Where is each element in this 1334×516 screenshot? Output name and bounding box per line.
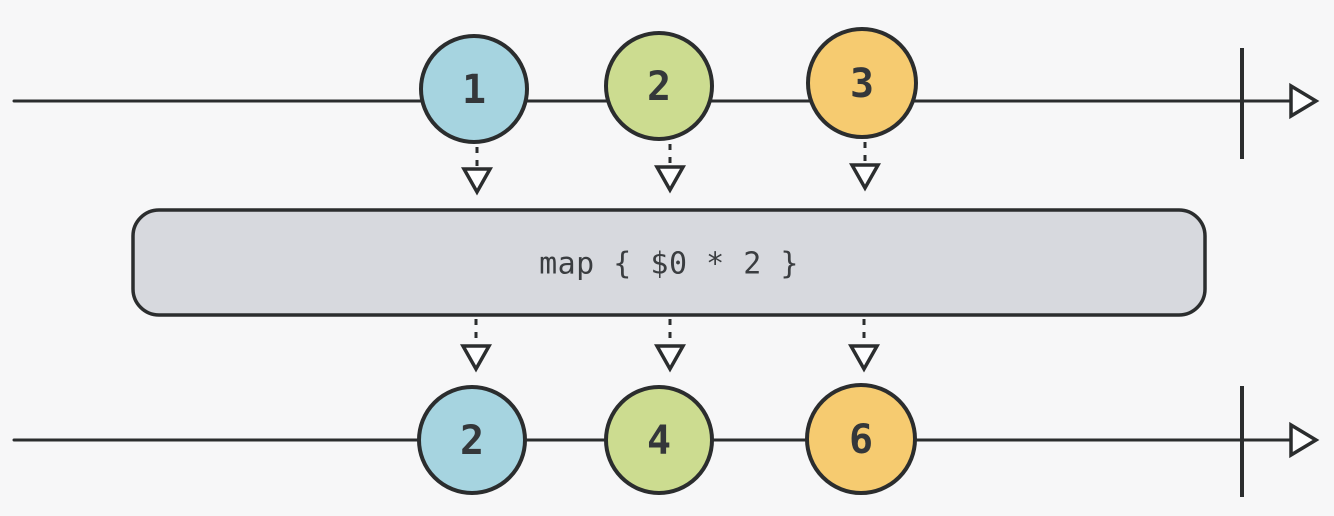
input-marble-1-circle [419, 34, 529, 144]
input-arrow-2-arrowhead-icon [654, 165, 686, 194]
output-marble-2-circle [604, 385, 714, 495]
operator-box-rect [131, 208, 1207, 317]
output-arrow-2-arrowhead-icon [654, 344, 686, 373]
input-marble-1: 1 [419, 34, 529, 144]
output-timeline-arrowhead-icon [1289, 421, 1320, 459]
input-marble-3-value: 3 [850, 61, 874, 107]
input-arrow-1 [461, 147, 493, 196]
output-marble-1-circle [417, 385, 527, 495]
input-timeline-arrowhead-icon [1289, 82, 1320, 120]
output-marble-1-value: 2 [460, 418, 484, 464]
operator-box: map { $0 * 2 } [131, 208, 1207, 317]
operator-label: map { $0 * 2 } [539, 247, 799, 282]
input-marble-2: 2 [604, 31, 714, 141]
input-marble-2-value: 2 [647, 64, 671, 110]
output-marble-2-value: 4 [647, 418, 671, 464]
input-arrow-1-arrowhead-icon [461, 167, 493, 196]
input-arrow-2 [654, 144, 686, 194]
output-arrow-3-arrowhead-icon [848, 344, 880, 373]
output-marble-3-circle [805, 383, 917, 495]
output-marble-3: 6 [805, 383, 917, 495]
output-arrow-3 [848, 319, 880, 373]
output-arrow-1-arrowhead-icon [460, 344, 492, 373]
input-marble-3: 3 [806, 27, 918, 139]
input-arrow-3-arrowhead-icon [849, 163, 881, 192]
output-arrow-1 [460, 319, 492, 373]
input-marble-2-circle [604, 31, 714, 141]
output-arrow-2 [654, 319, 686, 373]
input-marble-1-value: 1 [462, 67, 486, 113]
output-marble-1: 2 [417, 385, 527, 495]
input-arrow-3 [849, 142, 881, 192]
input-marble-3-circle [806, 27, 918, 139]
output-marble-3-value: 6 [849, 417, 873, 463]
output-marble-2: 4 [604, 385, 714, 495]
